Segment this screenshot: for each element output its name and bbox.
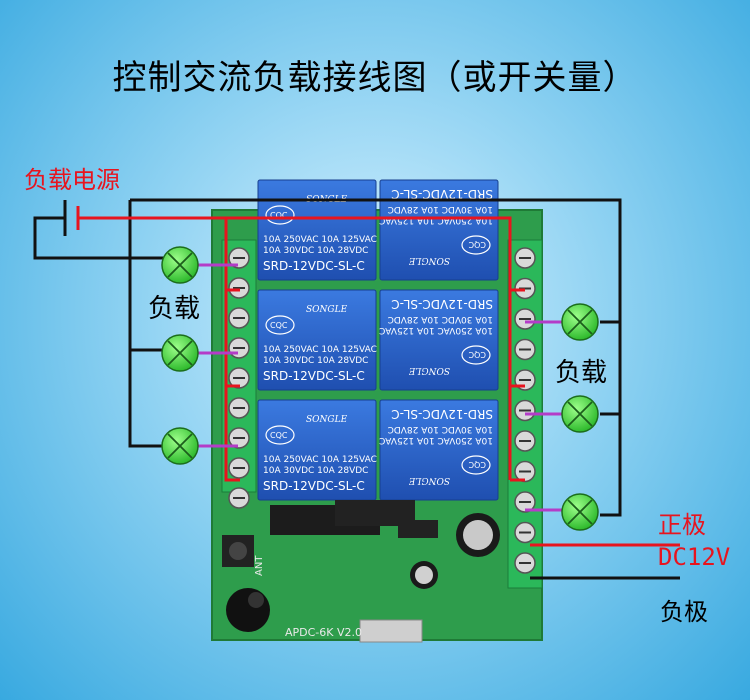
lamp-icon	[561, 395, 599, 433]
cqc-badge-icon	[265, 205, 295, 225]
relay-model: SRD-12VDC-SL-C	[263, 259, 365, 273]
purple-wires	[196, 263, 562, 512]
relay-model: SRD-12VDC-SL-C	[263, 369, 365, 383]
relay-rating-2: 10A 30VDC 10A 28VDC	[263, 356, 368, 366]
relay-badge: CQC	[468, 460, 486, 469]
terminal-screw	[514, 247, 536, 269]
terminal-screw	[228, 277, 250, 299]
terminal-screw	[228, 367, 250, 389]
terminal-screw	[228, 457, 250, 479]
push-button	[222, 535, 254, 567]
terminal-screw	[228, 337, 250, 359]
load-power-label: 负载电源	[24, 166, 120, 194]
relay-rating-1: 10A 250VAC 10A 125VAC	[379, 325, 493, 335]
terminal-screw	[228, 247, 250, 269]
relay-model: SRD-12VDC-SL-C	[391, 187, 493, 201]
relay-model: SRD-12VDC-SL-C	[391, 407, 493, 421]
terminal-screw	[514, 308, 536, 330]
electrolytic-capacitor	[410, 513, 500, 589]
relay-rating-1: 10A 250VAC 10A 125VAC	[379, 215, 493, 225]
terminal-screw	[228, 307, 250, 329]
relay-badge: CQC	[270, 321, 288, 330]
terminal-screw	[514, 338, 536, 361]
relay-rating-2: 10A 30VDC 10A 28VDC	[388, 314, 493, 324]
cqc-badge-icon	[461, 345, 491, 365]
terminal-screw	[228, 397, 250, 419]
relay-rating-2: 10A 30VDC 10A 28VDC	[388, 424, 493, 434]
relay-rating-1: 10A 250VAC 10A 125VAC	[263, 235, 377, 245]
relay-badge: CQC	[468, 350, 486, 359]
relay-badge: CQC	[270, 431, 288, 440]
terminal-screw	[228, 427, 250, 449]
terminal-screw	[514, 521, 536, 544]
battery-symbol	[63, 200, 80, 236]
negative-label: 负极	[660, 598, 708, 626]
terminal-screw	[514, 399, 536, 422]
load-right-label: 负载	[555, 358, 608, 388]
load-left-label: 负载	[148, 294, 201, 324]
lamp-icon	[161, 334, 199, 372]
lamp-icon	[561, 303, 599, 341]
black-wires	[33, 198, 680, 580]
antenna-coil	[226, 588, 270, 632]
relay-badge: CQC	[468, 240, 486, 249]
terminal-screw	[514, 430, 536, 452]
relay-model: SRD-12VDC-SL-C	[263, 479, 365, 493]
cqc-badge-icon	[265, 315, 295, 335]
board-model-label: APDC-6K V2.0	[285, 626, 362, 639]
dc-voltage-label: DC12V	[658, 543, 731, 571]
relay-rating-1: 10A 250VAC 10A 125VAC	[263, 345, 377, 355]
positive-label: 正极	[658, 511, 706, 539]
relay-brand: SONGLE	[408, 475, 450, 485]
relay-rating-2: 10A 30VDC 10A 28VDC	[263, 246, 368, 256]
relay-brand: SONGLE	[408, 255, 450, 265]
cqc-badge-icon	[265, 425, 295, 445]
lamp-icon	[561, 493, 599, 531]
relay-brand: SONGLE	[306, 415, 348, 425]
relay-rating-1: 10A 250VAC 10A 125VAC	[379, 435, 493, 445]
lamp-icon	[161, 246, 199, 284]
relay-badge: CQC	[270, 211, 288, 220]
relay-brand: SONGLE	[408, 365, 450, 375]
red-wires	[78, 216, 680, 547]
relay-rating-2: 10A 30VDC 10A 28VDC	[388, 204, 493, 214]
terminal-screw	[514, 552, 536, 574]
antenna-label: ANT	[254, 555, 265, 576]
lamp-icon	[161, 427, 199, 465]
module-connector	[359, 619, 423, 643]
cqc-badge-icon	[461, 235, 491, 255]
terminal-screw	[228, 487, 250, 509]
ic-chips	[270, 500, 438, 538]
relay-brand: SONGLE	[306, 305, 348, 315]
relay-rating-1: 10A 250VAC 10A 125VAC	[263, 455, 377, 465]
terminal-screw	[514, 491, 536, 513]
page-title: 控制交流负载接线图（或开关量）	[112, 58, 638, 98]
cqc-badge-icon	[461, 455, 491, 475]
relay-rating-2: 10A 30VDC 10A 28VDC	[263, 466, 368, 476]
relay-model: SRD-12VDC-SL-C	[391, 297, 493, 311]
